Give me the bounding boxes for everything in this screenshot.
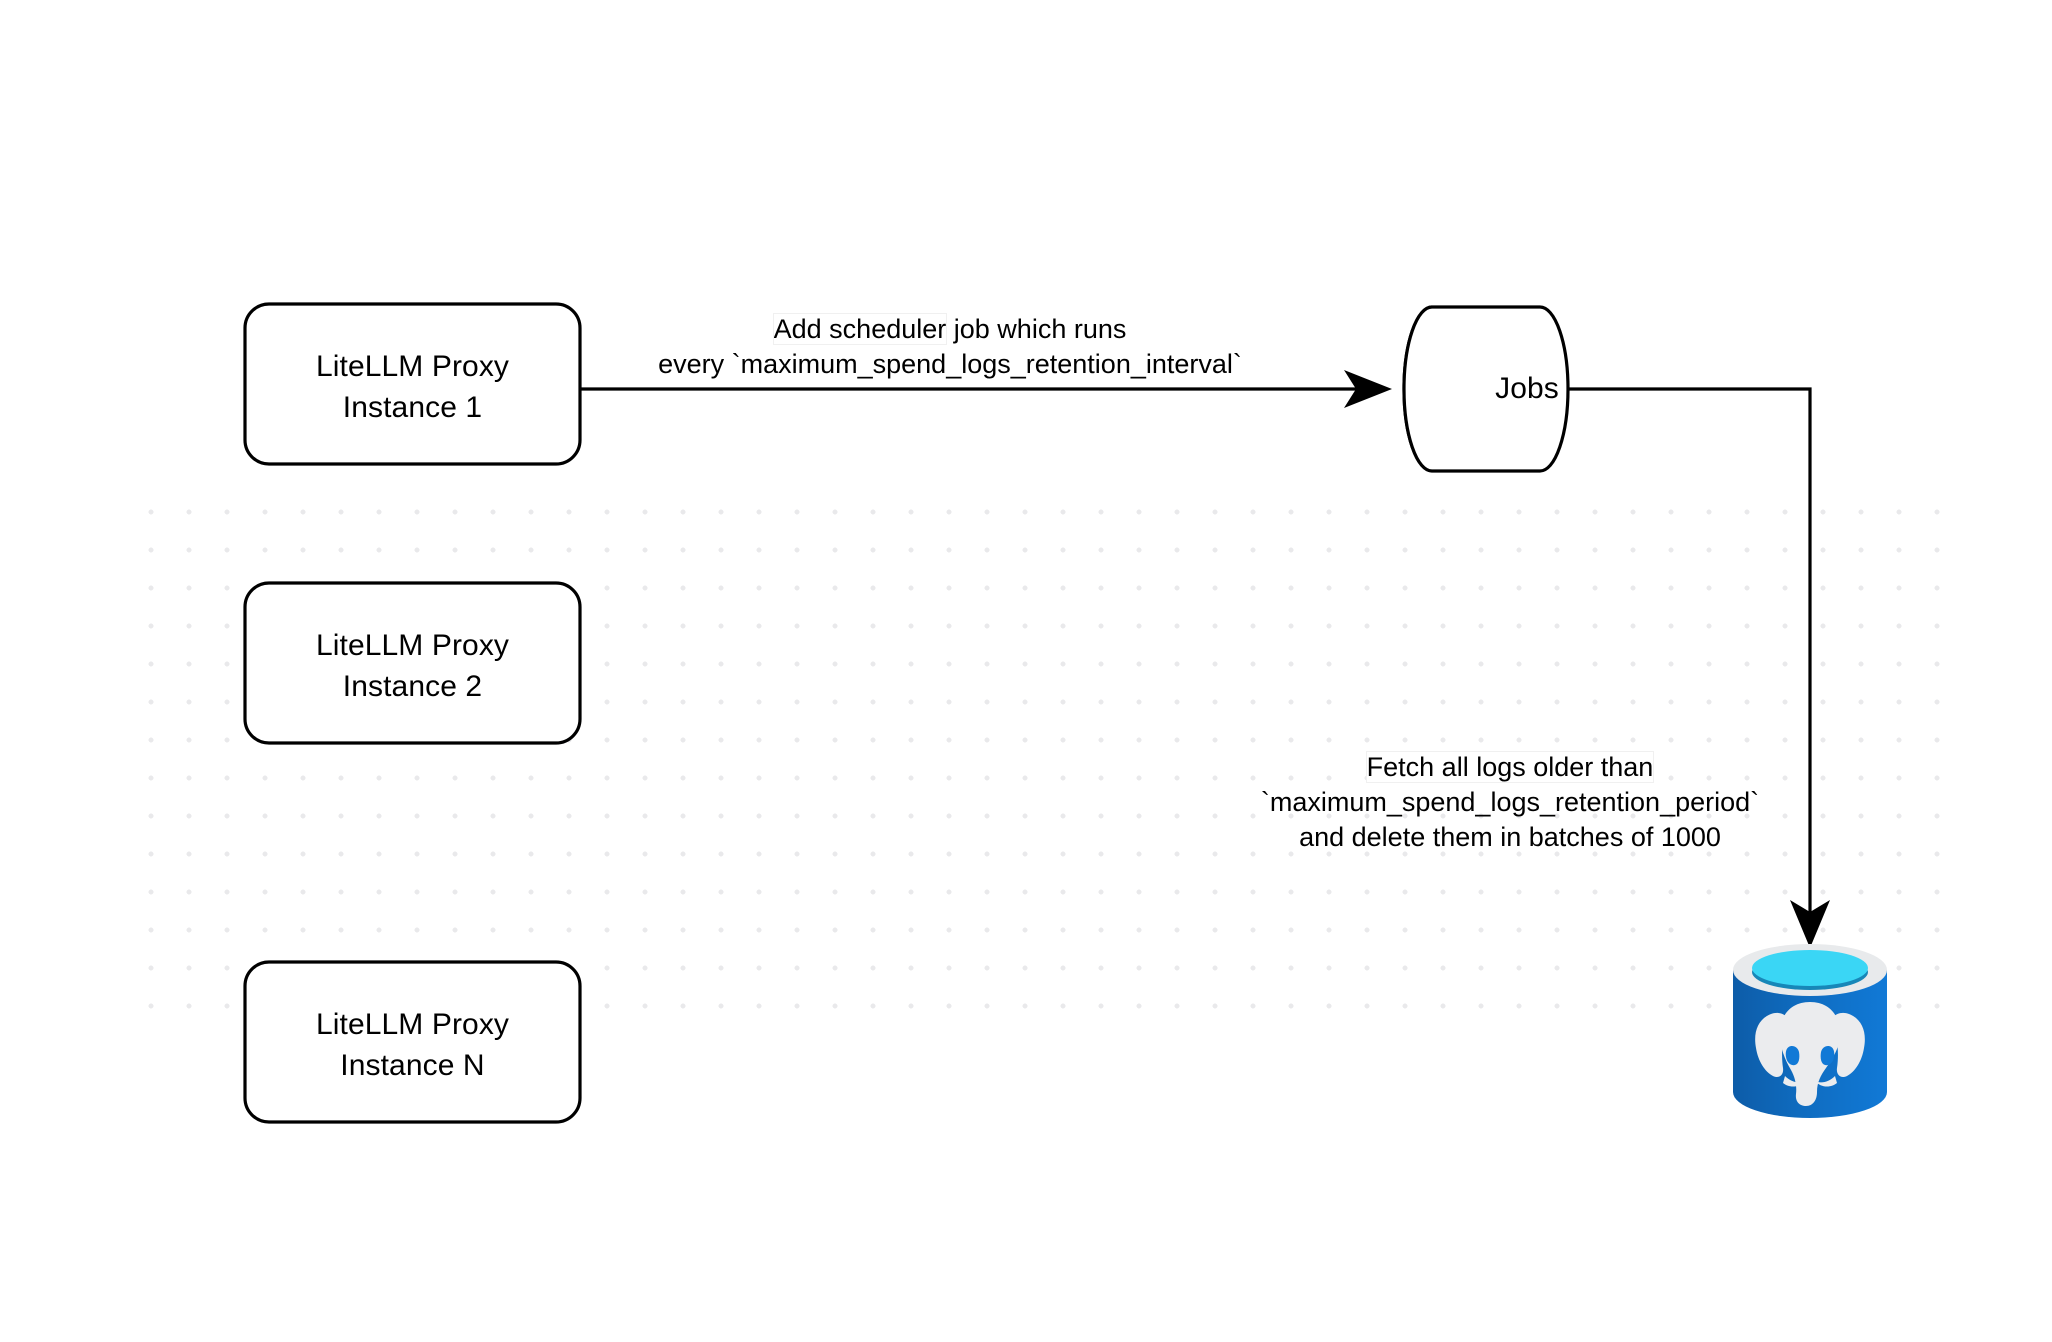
node-proxy-instance-1-shape[interactable] bbox=[243, 302, 582, 466]
node-jobs-cylinder-shape[interactable] bbox=[1402, 305, 1570, 473]
edge-proxy1-to-jobs[interactable] bbox=[580, 370, 1392, 408]
edge-1-highlight-text: Add scheduler bbox=[772, 313, 948, 345]
edge-2-line-1: Fetch all logs older than bbox=[1365, 751, 1655, 783]
arrow-head-into-postgres bbox=[1790, 900, 1830, 948]
edge-2-line-2: `maximum_spend_logs_retention_period` bbox=[1260, 787, 1760, 817]
node-proxy-instance-2-shape[interactable] bbox=[243, 581, 582, 745]
edge-1-line-1-rest: job which runs bbox=[946, 314, 1127, 344]
arrow-head-into-jobs bbox=[1344, 370, 1392, 408]
edge-label-proxy1-to-jobs: Add scheduler job which runs every `maxim… bbox=[575, 312, 1325, 382]
edge-2-line-3: and delete them in batches of 1000 bbox=[1299, 822, 1721, 852]
edge-jobs-to-postgres[interactable] bbox=[1568, 387, 1830, 948]
postgres-elephant-glyph bbox=[1755, 1002, 1865, 1106]
postgresql-database-icon[interactable] bbox=[1725, 936, 1895, 1126]
edge-1-line-2: every `maximum_spend_logs_retention_inte… bbox=[658, 349, 1242, 379]
edge-label-jobs-to-postgres: Fetch all logs older than `maximum_spend_… bbox=[1180, 750, 1840, 855]
node-proxy-instance-n-shape[interactable] bbox=[243, 960, 582, 1124]
